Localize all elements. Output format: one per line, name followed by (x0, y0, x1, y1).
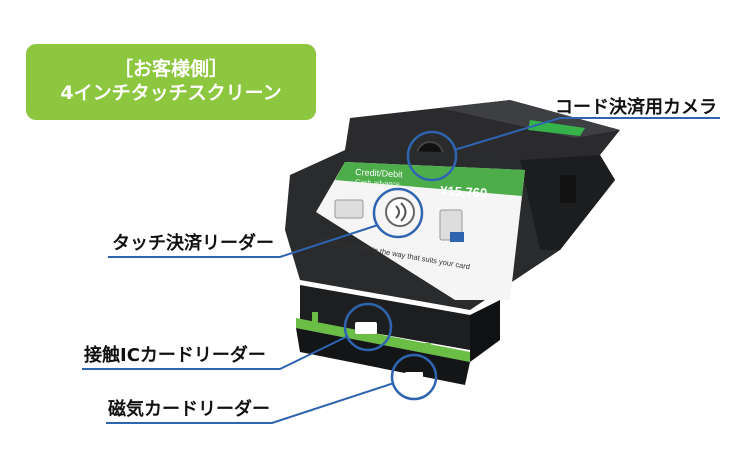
magnetic-reader-highlight-circle (390, 353, 438, 401)
base-side (470, 300, 500, 362)
touch-reader-leader-line (108, 224, 379, 258)
ic-reader-label: 接触ICカードリーダー (84, 345, 266, 366)
ic-card-slot-icon (355, 322, 377, 334)
magnetic-reader-label: 磁気カードリーダー (108, 399, 270, 420)
led-left (312, 312, 318, 322)
terminal-base (300, 285, 470, 350)
screen-subtitle: Cash advance (355, 179, 400, 188)
customer-side-badge: ［お客様側］ 4インチタッチスクリーン (26, 44, 316, 120)
ic-reader-leader-line (82, 335, 349, 370)
badge-line-1: ［お客様側］ (113, 58, 228, 81)
screen-title: Credit/Debit (355, 167, 403, 179)
screen-surface (316, 162, 525, 300)
camera-highlight-circle (406, 130, 458, 182)
touch-reader-label: タッチ決済リーダー (112, 233, 274, 254)
badge-line-2: 4インチタッチスクリーン (60, 82, 282, 104)
magnetic-reader-leader-line (106, 382, 395, 424)
card-insert-icon (334, 199, 364, 219)
screen-amount: ¥15,760 (440, 183, 488, 200)
contactless-waves-icon (395, 202, 407, 222)
led-right (425, 343, 431, 353)
touch-reader-highlight-circle (372, 187, 424, 239)
reader-slot (296, 328, 470, 385)
hand-icon (450, 232, 464, 242)
side-port-icon (560, 175, 576, 203)
ic-reader-highlight-circle (343, 302, 393, 352)
camera-leader-line (453, 117, 720, 151)
code-camera-label: コード決済用カメラ (555, 97, 717, 118)
magnetic-card-icon (405, 372, 423, 382)
